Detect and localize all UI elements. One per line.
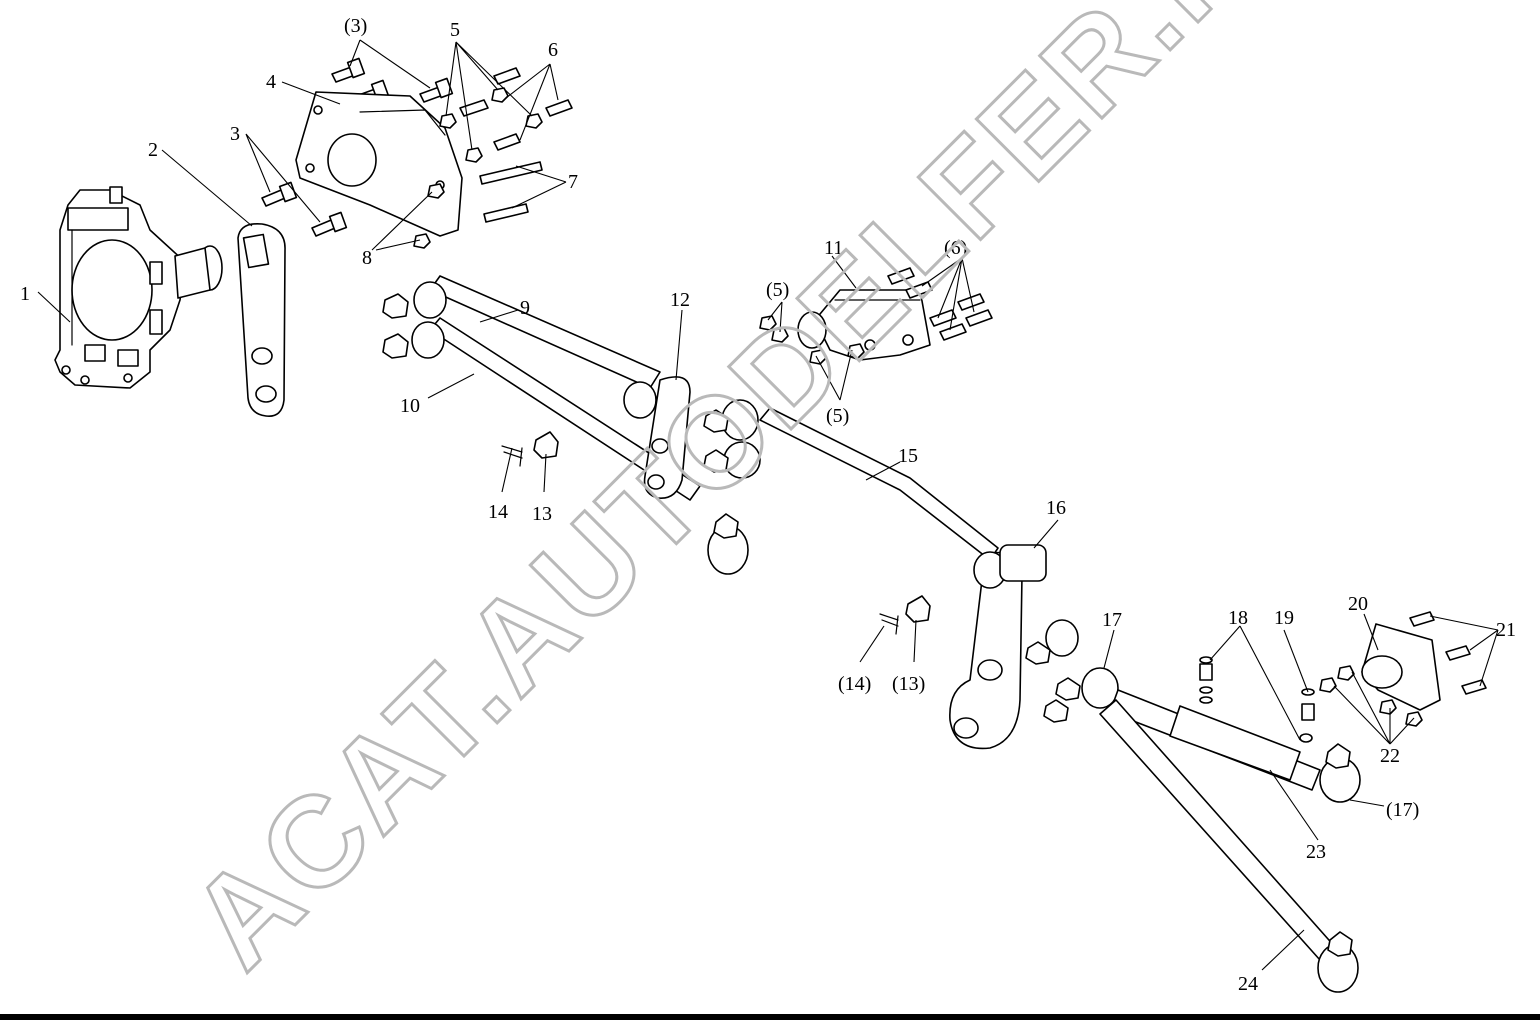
leader-lines [37, 39, 1499, 971]
castle-nut-13-right [905, 595, 931, 623]
steering-gear-bracket [295, 91, 463, 237]
callout-5: 5 [450, 19, 460, 41]
callout-23: 23 [1306, 841, 1326, 863]
idler-arm-16 [949, 544, 1047, 750]
callout-13: 13 [532, 503, 552, 525]
ball-joint-16 [1025, 619, 1079, 665]
callout-13-ref: (13) [892, 673, 925, 695]
tie-rod-23 [1109, 689, 1361, 803]
tie-rod-end-17 [1043, 667, 1119, 723]
callout-24: 24 [1238, 973, 1258, 995]
callout-8: 8 [362, 247, 372, 269]
idler-arm-bracket [797, 289, 931, 361]
bottom-border [0, 1014, 1540, 1020]
drag-link-9 [382, 275, 661, 389]
idler-arm [623, 376, 691, 499]
grease-fitting-19 [1299, 688, 1315, 743]
callout-4: 4 [266, 71, 276, 93]
callout-20: 20 [1348, 593, 1368, 615]
cotter-pin-14-right [879, 613, 899, 635]
callout-2: 2 [148, 139, 158, 161]
callout-11: 11 [824, 237, 843, 259]
callout-7: 7 [568, 171, 578, 193]
callout-3-ref: (3) [344, 15, 367, 37]
bolt-21 [1409, 611, 1487, 695]
castle-nut-13 [533, 431, 559, 459]
bracket-20 [1361, 623, 1441, 711]
tie-rod-24 [1099, 699, 1359, 993]
callout-10: 10 [400, 395, 420, 417]
callout-14: 14 [488, 501, 508, 523]
steering-gear-box [54, 186, 223, 389]
callout-22: 22 [1380, 745, 1400, 767]
tie-rod-end-left [707, 513, 749, 575]
callout-15: 15 [898, 445, 918, 467]
grease-fitting-18 [1199, 656, 1213, 704]
nut-5-group [759, 315, 865, 365]
callout-5-ref-a: (5) [766, 279, 789, 301]
callout-19: 19 [1274, 607, 1294, 629]
nut-5 [439, 87, 543, 163]
callout-labels: 1 2 3 (3) 4 5 6 7 8 9 10 11 12 (5) (6) (… [20, 15, 1516, 995]
callout-1: 1 [20, 283, 30, 305]
pitman-arm [237, 222, 286, 417]
long-bolt-7 [479, 161, 543, 223]
callout-9: 9 [520, 297, 530, 319]
callout-12: 12 [670, 289, 690, 311]
callout-3: 3 [230, 123, 240, 145]
relay-rod-15 [759, 407, 999, 561]
callout-17-ref: (17) [1386, 799, 1419, 821]
callout-6-ref: (6) [944, 237, 967, 259]
bolt-6 [459, 67, 573, 151]
callout-14-ref: (14) [838, 673, 871, 695]
callout-6: 6 [548, 39, 558, 61]
callout-18: 18 [1228, 607, 1248, 629]
callout-16: 16 [1046, 497, 1066, 519]
nut-22 [1319, 665, 1423, 727]
ball-joint-12 [703, 399, 761, 479]
drag-link-10 [382, 317, 701, 501]
callout-21: 21 [1496, 619, 1516, 641]
callout-5-ref-b: (5) [826, 405, 849, 427]
bolt-6-group [887, 267, 993, 341]
callout-17: 17 [1102, 609, 1122, 631]
nut-8 [413, 183, 445, 249]
